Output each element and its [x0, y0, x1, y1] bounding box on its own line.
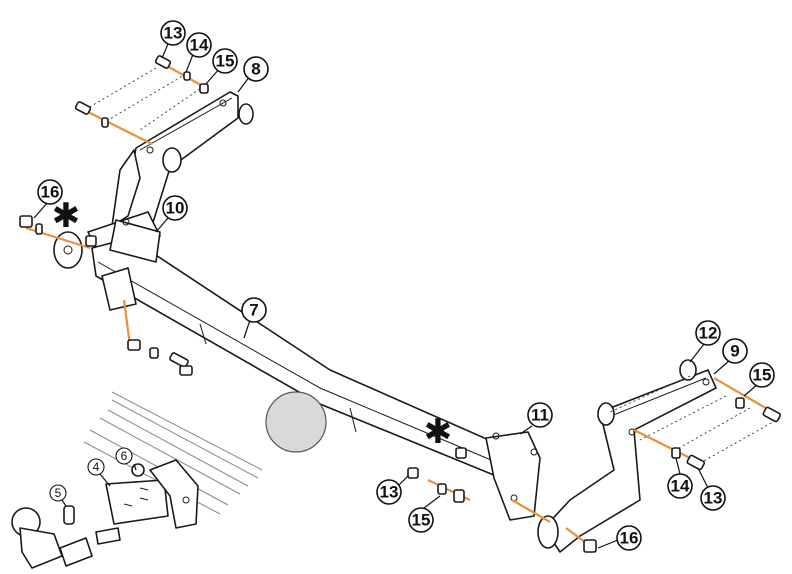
- fasteners: [19, 55, 782, 553]
- svg-text:5: 5: [55, 486, 62, 500]
- svg-text:15: 15: [753, 366, 772, 385]
- callout-15-right: 15: [749, 362, 775, 388]
- left-mounting-bracket: [109, 218, 161, 263]
- svg-text:6: 6: [121, 449, 128, 463]
- callout-15-top: 15: [212, 48, 238, 74]
- svg-text:9: 9: [730, 342, 739, 361]
- svg-text:4: 4: [93, 460, 100, 474]
- svg-text:13: 13: [164, 24, 183, 43]
- callout-15-bottom: 15: [408, 507, 434, 533]
- assembly-lines: [87, 67, 781, 463]
- callout-13-middle: 13: [376, 479, 402, 505]
- leader-lines: [33, 43, 759, 549]
- svg-text:7: 7: [249, 301, 258, 320]
- callout-13-top: 13: [160, 20, 186, 46]
- bolt-axes: [25, 61, 777, 551]
- callout-6: 6: [115, 447, 133, 465]
- svg-text:12: 12: [699, 324, 718, 343]
- callout-7: 7: [241, 297, 267, 323]
- svg-text:14: 14: [671, 477, 690, 496]
- asterisk-marker-right: ✱: [424, 412, 453, 452]
- callout-11: 11: [527, 402, 553, 428]
- svg-text:15: 15: [412, 511, 431, 530]
- callout-16-right: 16: [616, 525, 642, 551]
- callout-4: 4: [87, 458, 105, 476]
- callout-14-bottom: 14: [667, 473, 693, 499]
- callout-8: 8: [243, 56, 269, 82]
- svg-text:10: 10: [166, 199, 185, 218]
- callout-16-left: 16: [37, 179, 63, 205]
- callout-9: 9: [722, 338, 748, 364]
- towball-assembly: [11, 459, 199, 569]
- svg-text:13: 13: [704, 489, 723, 508]
- svg-text:15: 15: [216, 52, 235, 71]
- callout-12: 12: [695, 320, 721, 346]
- svg-text:11: 11: [531, 406, 549, 425]
- svg-text:8: 8: [251, 60, 260, 79]
- svg-text:14: 14: [190, 36, 209, 55]
- svg-text:13: 13: [380, 483, 399, 502]
- right-mounting-bracket: [485, 431, 541, 521]
- svg-text:16: 16: [620, 529, 639, 548]
- svg-text:16: 16: [41, 183, 60, 202]
- callout-14-top: 14: [186, 32, 212, 58]
- right-side-bracket: [537, 359, 717, 553]
- callout-5: 5: [49, 484, 67, 502]
- callout-13-bottom: 13: [700, 485, 726, 511]
- callout-10: 10: [162, 195, 188, 221]
- towball-cover: [265, 391, 327, 453]
- left-side-bracket: [111, 91, 254, 247]
